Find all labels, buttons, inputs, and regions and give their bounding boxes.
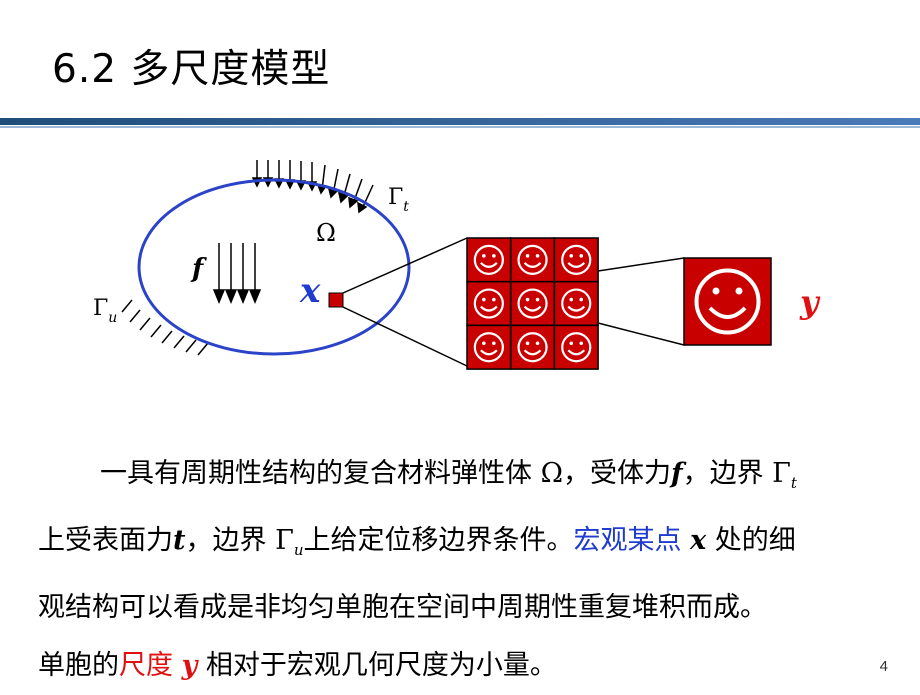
page-title: 6.2 多尺度模型 — [52, 47, 331, 92]
periodic-cell — [509, 280, 556, 327]
gamma-t-label: Γt — [388, 185, 409, 215]
description-paragraph: 一具有周期性结构的复合材料弹性体 Ω，受体力f，边界 Γt 上受表面力t，边界 … — [38, 445, 888, 695]
periodic-cell — [553, 280, 599, 327]
smiley-icon — [517, 332, 548, 363]
periodic-cell — [509, 324, 556, 370]
zoom-line-cell-top — [597, 257, 685, 272]
smiley-icon — [473, 244, 504, 275]
title-underline — [0, 118, 920, 125]
smiley-icon — [473, 332, 504, 363]
periodic-cell — [466, 324, 512, 370]
periodic-cell — [509, 237, 556, 283]
periodic-cell — [553, 324, 599, 370]
cell-label: y — [799, 283, 821, 321]
page-number: 4 — [879, 658, 888, 675]
multiscale-diagram: Ω Γt Γu f x y — [93, 160, 821, 370]
title-underline-light — [0, 126, 920, 128]
periodic-cell — [466, 237, 512, 283]
smiley-icon — [561, 288, 592, 319]
smiley-icon — [561, 332, 592, 363]
para-line-4: 单胞的尺度 y 相对于宏观几何尺度为小量。 — [38, 650, 557, 681]
domain-label: Ω — [316, 219, 336, 247]
body-force-arrows — [212, 243, 262, 304]
smiley-icon — [561, 244, 592, 275]
zoom-line-bottom — [342, 306, 468, 367]
zoom-line-cell-bottom — [597, 322, 685, 346]
body-force-label: f — [190, 254, 207, 284]
zoom-line-top — [342, 237, 468, 294]
para-line-3: 观结构可以看成是非均匀单胞在空间中周期性重复堆积而成。 — [38, 592, 767, 623]
periodic-cell-array — [466, 237, 599, 370]
fixed-support-hatching — [121, 299, 209, 356]
gamma-u-label: Γu — [93, 296, 117, 326]
periodic-cell — [466, 280, 512, 327]
domain-ellipse — [137, 178, 411, 356]
periodic-cell — [553, 237, 599, 283]
para-line-2: 上受表面力t，边界 Γu上给定位移边界条件。宏观某点 x 处的细 — [38, 525, 796, 559]
smiley-icon — [517, 244, 548, 275]
para-line-1: 一具有周期性结构的复合材料弹性体 Ω，受体力f，边界 Γt — [100, 458, 797, 492]
traction-arrows — [251, 160, 374, 214]
smiley-icon — [473, 288, 504, 319]
point-label: x — [299, 271, 321, 311]
smiley-icon — [517, 288, 548, 319]
material-point — [328, 292, 344, 308]
unit-cell-smiley — [694, 268, 761, 335]
